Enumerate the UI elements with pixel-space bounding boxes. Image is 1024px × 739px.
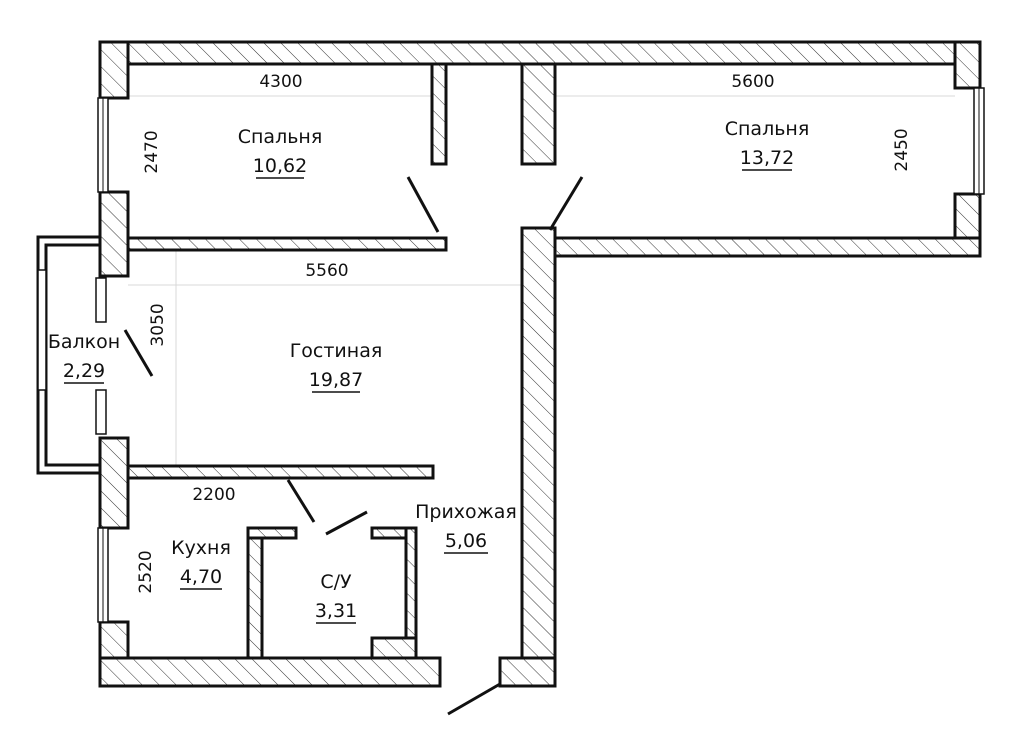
interior-walls <box>126 62 557 660</box>
room-area-bedroom-1: 10,62 <box>253 155 307 177</box>
dimension-labels: 4300 5600 5560 2200 2470 2450 3050 2520 <box>136 72 912 594</box>
room-area-balcony: 2,29 <box>63 360 105 382</box>
room-area-hallway: 5,06 <box>445 530 487 552</box>
room-area-living: 19,87 <box>309 369 363 391</box>
doors <box>123 176 584 716</box>
windows <box>97 87 985 623</box>
dimension-bedroom-1-depth: 2470 <box>142 130 162 173</box>
dimension-bedroom-2-width: 5600 <box>731 72 774 92</box>
dimension-living-depth: 3050 <box>148 303 168 346</box>
dimension-living-width: 5560 <box>305 261 348 281</box>
room-name-bedroom-1: Спальня <box>238 126 323 148</box>
room-area-bathroom: 3,31 <box>315 600 357 622</box>
room-area-kitchen: 4,70 <box>180 566 222 588</box>
room-area-bedroom-2: 13,72 <box>740 147 794 169</box>
room-name-bedroom-2: Спальня <box>725 118 810 140</box>
dimension-bedroom-1-width: 4300 <box>259 72 302 92</box>
room-name-hallway: Прихожая <box>415 501 517 523</box>
balcony-enclosure <box>36 235 107 475</box>
dimension-bedroom-2-depth: 2450 <box>892 128 912 171</box>
dimension-kitchen-width: 2200 <box>192 485 235 505</box>
room-name-bathroom: С/У <box>320 571 352 593</box>
room-labels: Спальня 10,62 Спальня 13,72 Гостиная 19,… <box>48 118 810 624</box>
room-name-kitchen: Кухня <box>171 537 231 559</box>
dimension-kitchen-depth: 2520 <box>136 550 156 593</box>
room-name-living: Гостиная <box>290 340 383 362</box>
exterior-walls <box>98 40 982 688</box>
room-name-balcony: Балкон <box>48 331 120 353</box>
